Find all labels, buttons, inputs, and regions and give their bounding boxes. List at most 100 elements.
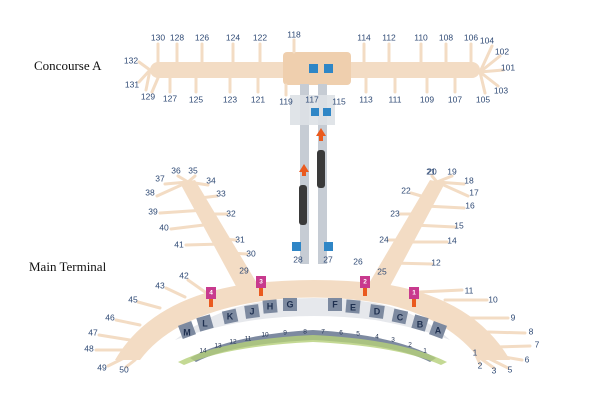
gate-label: 119 [279,96,293,106]
checkin-zone-label: B [417,319,424,329]
gate-label: 7 [535,339,540,349]
gate-label: 106 [464,32,478,42]
gate-label: 50 [119,364,129,374]
lane-number: 10 [261,332,269,339]
gate-label: 18 [464,175,474,185]
lane-number: 1 [423,348,427,355]
gate-label: 101 [501,62,515,72]
gate-label: 22 [401,185,411,195]
lane-number: 9 [283,330,287,337]
checkin-zone-label: A [435,325,442,335]
lane-number: 12 [229,339,237,346]
checkin-desks [178,298,447,339]
gate-label: 10 [488,294,498,304]
gate-label: 109 [420,94,434,104]
gate-label: 45 [128,294,138,304]
gate-label: 24 [379,234,389,244]
gate-label: 12 [431,257,441,267]
gate-label: 32 [226,208,236,218]
lane-number: 3 [391,337,395,344]
checkin-zone-label: H [267,301,274,311]
lane-number: 4 [375,334,379,341]
concourse-a-piers [137,38,505,97]
gate-label: 28 [293,254,303,264]
gate-label: 122 [253,32,267,42]
gate-label: 127 [163,93,177,103]
checkin-zone-label: D [374,306,381,316]
gate-label: 39 [148,206,158,216]
gate-label: 103 [494,85,508,95]
right-pier [368,174,470,290]
checkin-zone-label: C [397,312,404,322]
checkin-zone-label: F [332,299,338,309]
gate-label: 104 [480,35,494,45]
security-lane-band [190,330,436,362]
ground-strip [178,335,447,365]
gate-label: 5 [508,364,513,374]
security-path-marker [412,299,416,307]
security-checkpoint-icon [409,287,419,299]
gate-label: 33 [216,188,226,198]
lane-number: 14 [199,348,207,355]
gate-label: 25 [377,266,387,276]
gate-label: 132 [124,55,138,65]
gate-label: 130 [151,32,165,42]
gate-label: 40 [159,222,169,232]
security-checkpoint-icon [206,287,216,299]
gate-label: 2 [478,360,483,370]
gate-label: 115 [332,96,346,106]
gate-label: 30 [246,248,256,258]
lane-number: 2 [408,342,412,349]
gate-label: 17 [469,187,479,197]
gate-label: 31 [235,234,245,244]
gate-label: 19 [447,166,457,176]
security-path-marker [363,288,367,296]
gate-label: 27 [323,254,333,264]
direction-arrow [299,164,309,172]
gate-label: 113 [359,94,373,104]
elevator-icon [292,242,301,251]
gate-label: 15 [454,220,464,230]
lane-number: 13 [214,343,222,350]
direction-arrow [319,135,323,141]
checkin-zone-label: E [350,302,356,312]
left-pier [155,174,258,290]
lane-number: 6 [339,330,343,337]
direction-arrow [302,171,306,176]
gate-label: 121 [251,94,265,104]
gate-label: 110 [414,32,428,42]
gate-label: 43 [155,280,165,290]
checkin-zone-label: G [286,299,293,309]
elevator-icon [309,64,318,73]
gate-label: 37 [155,173,165,183]
gate-label: 112 [382,32,396,42]
gate-label: 47 [88,327,98,337]
gate-label: 105 [476,94,490,104]
elevator-icon [324,64,333,73]
gate-label: 20 [427,166,437,176]
gate-label: 49 [97,362,107,372]
gate-label: 38 [145,187,155,197]
gate-label: 125 [189,94,203,104]
checkin-zone-label: K [227,311,234,321]
gate-label: 9 [511,312,516,322]
gate-label: 6 [525,354,530,364]
gate-label: 26 [353,256,363,266]
checkin-zone-label: M [183,327,191,337]
security-checkpoint-number: 4 [209,290,213,297]
main-terminal-label: Main Terminal [29,259,107,274]
train-car [299,185,307,225]
gate-label: 114 [357,32,371,42]
elevator-icon [311,108,319,116]
security-checkpoint-icon [256,276,266,288]
gate-label: 16 [465,200,475,210]
security-checkpoint-number: 2 [363,279,367,286]
gate-label: 3 [492,365,497,375]
gate-label: 36 [171,165,181,175]
gate-label: 118 [287,29,301,39]
security-path-marker [209,299,213,307]
